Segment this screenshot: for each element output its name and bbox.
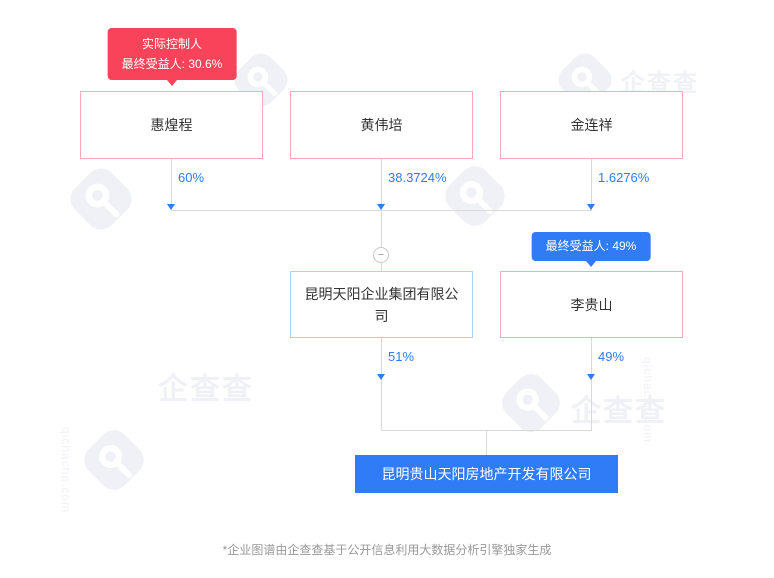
collapse-toggle[interactable]: − xyxy=(373,247,389,263)
watermark-qichacha-logo xyxy=(495,367,567,439)
mid-company-name: 昆明天阳企业集团有限公司 xyxy=(304,285,459,324)
badge-pointer-icon xyxy=(586,261,596,267)
beneficiary-person-name: 李贵山 xyxy=(570,296,613,313)
ownership-percent-label: 38.3724% xyxy=(388,170,447,185)
ownership-percent-label: 49% xyxy=(598,349,625,364)
target-company-name: 昆明贵山天阳房地产开发有限公司 xyxy=(381,466,592,482)
connector-line xyxy=(591,338,592,430)
disclaimer-text: *企业图谱由企查查基于公开信息利用大数据分析引擎独家生成 xyxy=(222,543,552,557)
watermark-brand-text: 企查查 xyxy=(571,395,667,428)
shareholder-name: 惠煌程 xyxy=(150,117,193,133)
connector-line xyxy=(381,338,382,430)
arrow-down-icon xyxy=(167,204,175,210)
beneficiary-person-node[interactable]: 李贵山 xyxy=(500,271,683,338)
watermark-domain-text: qichacha.com xyxy=(641,357,655,444)
arrow-down-icon xyxy=(587,204,595,210)
shareholder-node-2[interactable]: 黄伟培 xyxy=(290,91,473,159)
actual-controller-badge: 实际控制人 最终受益人: 30.6% xyxy=(107,28,237,80)
ownership-percent-label: 51% xyxy=(388,349,415,364)
shareholder-node-3[interactable]: 金连祥 xyxy=(500,91,683,159)
arrow-down-icon xyxy=(587,374,595,380)
arrow-down-icon xyxy=(377,204,385,210)
connector-line xyxy=(381,263,382,271)
arrow-down-icon xyxy=(377,374,385,380)
shareholder-name: 金连祥 xyxy=(570,117,613,133)
watermark-qichacha-logo xyxy=(77,423,151,497)
target-company-node[interactable]: 昆明贵山天阳房地产开发有限公司 xyxy=(355,455,618,493)
watermark-qichacha-logo xyxy=(63,161,139,237)
beneficiary-badge: 最终受益人: 49% xyxy=(531,232,651,261)
mid-company-node[interactable]: 昆明天阳企业集团有限公司 xyxy=(290,271,473,338)
connector-line xyxy=(381,210,382,247)
connector-line xyxy=(591,159,592,210)
shareholder-name: 黄伟培 xyxy=(360,117,403,133)
ownership-percent-label: 60% xyxy=(178,170,205,185)
watermark-brand-text: 企查查 xyxy=(158,373,254,406)
connector-line xyxy=(486,430,487,455)
connector-line xyxy=(171,159,172,210)
watermark-domain-text: qichacha.com xyxy=(59,427,73,514)
badge-pointer-icon xyxy=(167,80,177,86)
ownership-percent-label: 1.6276% xyxy=(598,170,650,185)
minus-icon: − xyxy=(377,248,385,261)
shareholder-node-1[interactable]: 惠煌程 xyxy=(80,91,263,159)
connector-line xyxy=(381,159,382,210)
actual-controller-badge-line1: 实际控制人 xyxy=(141,37,203,51)
watermark-qichacha-logo xyxy=(438,159,512,233)
actual-controller-badge-line2: 最终受益人: 30.6% xyxy=(121,57,223,71)
